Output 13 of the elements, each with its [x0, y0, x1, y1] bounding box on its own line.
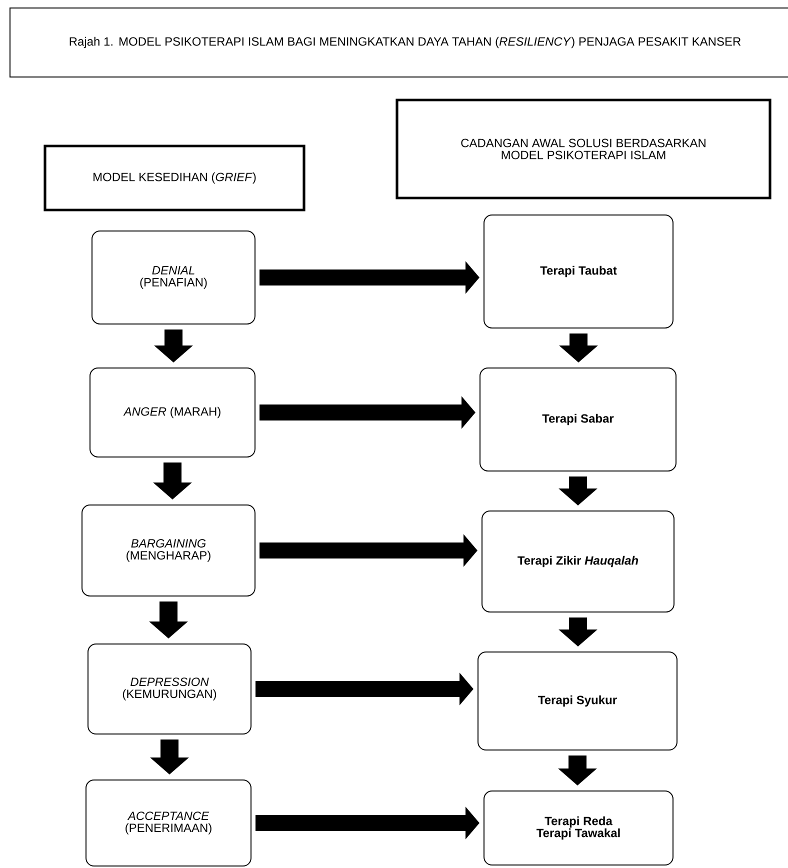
header-box: MODEL KESEDIHAN (GRIEF) — [44, 144, 306, 212]
stage-box: DEPRESSION (KEMURUNGAN) — [88, 644, 252, 734]
header-box: CADANGAN AWAL SOLUSI BERDASARKAN MODEL PSIKOTERAPI ISLAM — [396, 98, 772, 200]
stage-box: ANGER (MARAH) — [90, 368, 256, 458]
title-box: Rajah 1. MODEL PSIKOTERAPI ISLAM BAGI MENINGKATKAN DAYA TAHAN (RESILIENCY) PENJAGA PESAKIT KANSER — [10, 8, 788, 78]
therapy-box: Terapi Taubat — [484, 214, 674, 328]
therapy-box: Terapi Sabar — [480, 368, 676, 472]
stage-box: BARGAINING (MENGHARAP) — [82, 504, 256, 596]
therapy-box: Terapi Reda Terapi Tawakal — [484, 790, 674, 866]
therapy-box: Terapi Syukur — [478, 652, 678, 750]
stage-box: ACCEPTANCE (PENERIMAAN) — [86, 780, 252, 866]
therapy-box: Terapi Zikir Hauqalah — [482, 510, 674, 612]
stage-box: DENIAL (PENAFIAN) — [92, 230, 256, 324]
